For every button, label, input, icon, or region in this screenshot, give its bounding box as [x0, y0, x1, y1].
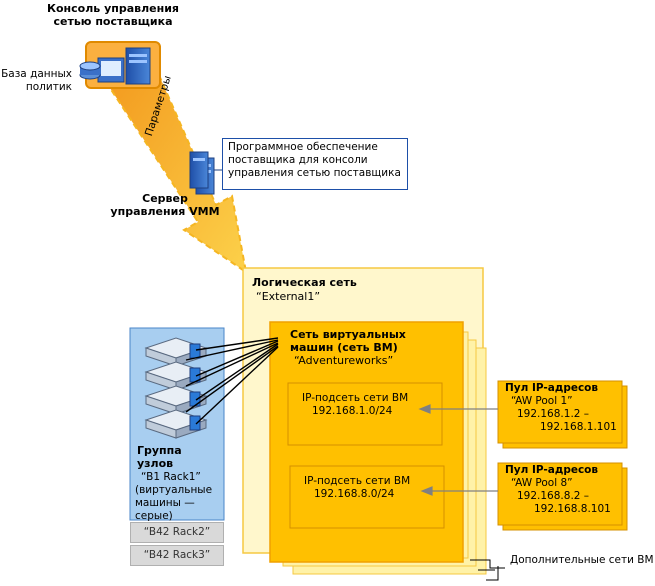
pool-subnet-arrows	[418, 404, 498, 496]
subnet-box-1	[287, 382, 443, 446]
pool-2-start: 192.168.8.2 –	[517, 490, 590, 502]
additional-networks-bracket	[470, 559, 505, 581]
rack-2-label: “B42 Rack2”	[130, 522, 224, 543]
pool-1-title: Пул IP-адресов	[505, 382, 599, 394]
vm-network-title: Сеть виртуальных машин (сеть ВМ)	[290, 328, 406, 354]
host-servers	[144, 337, 208, 439]
additional-vm-networks-label: Дополнительные сети ВМ	[510, 554, 654, 566]
pool-box-1	[497, 380, 623, 444]
logical-network-name: “External1”	[256, 290, 321, 303]
pool-1-end: 192.168.1.101	[540, 421, 617, 433]
vm-network-name: “Adventureworks”	[294, 354, 394, 367]
host-group-title: Группа узлов	[137, 444, 182, 470]
console-title: Консоль управления сетью поставщика	[47, 2, 179, 28]
vmm-server-label: Сервер управления VMM	[110, 192, 220, 218]
database-icon	[79, 61, 101, 80]
vm-connection-lines	[185, 337, 279, 425]
vmm-server-icon	[189, 151, 215, 195]
pool-1-start: 192.168.1.2 –	[517, 408, 590, 420]
logical-network-title: Логическая сеть	[252, 276, 357, 289]
subnet-box-2	[289, 465, 445, 529]
subnet-2-title: IP-подсеть сети ВМ	[304, 475, 411, 487]
pool-2-name: “AW Pool 8”	[511, 477, 573, 489]
subnet-1-value: 192.168.1.0/24	[312, 405, 393, 417]
parameters-arrow	[108, 64, 248, 275]
subnet-1-title: IP-подсеть сети ВМ	[302, 392, 409, 404]
pool-2-title: Пул IP-адресов	[505, 464, 599, 476]
pool-2-end: 192.168.8.101	[534, 503, 611, 515]
console-server-icon	[85, 41, 161, 89]
host-group-note: (виртуальные машины — серые)	[135, 484, 213, 522]
provider-software-callout: Программное обеспечение поставщика для к…	[222, 138, 408, 190]
rack-3-label: “B42 Rack3”	[130, 545, 224, 566]
policy-db-label: База данных политик	[1, 68, 72, 93]
host-group-name: “B1 Rack1”	[141, 471, 201, 483]
pool-box-2	[497, 462, 623, 526]
pool-1-name: “AW Pool 1”	[511, 395, 573, 407]
subnet-2-value: 192.168.8.0/24	[314, 488, 395, 500]
provider-software-text: Программное обеспечение поставщика для к…	[228, 141, 401, 179]
